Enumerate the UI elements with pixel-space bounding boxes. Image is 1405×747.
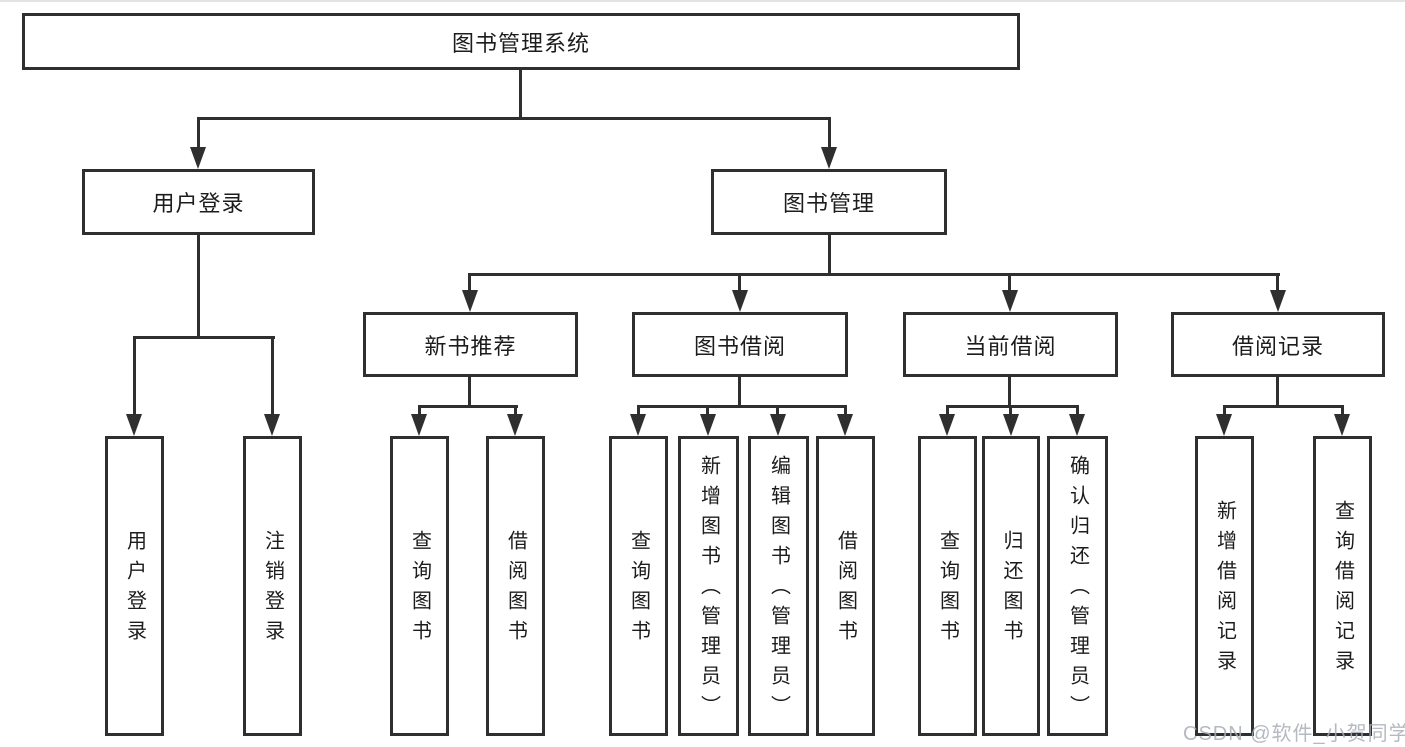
leaf-logout: 注销登录	[243, 436, 302, 736]
connector-line	[637, 405, 847, 408]
arrow-down-icon	[411, 414, 427, 436]
arrow-down-icon	[264, 414, 280, 436]
leaf-user-login: 用户登录	[105, 436, 164, 736]
leaf-query-borrow-record: 查询借阅记录	[1313, 436, 1372, 736]
connector-line	[946, 405, 1079, 408]
connector-line	[197, 117, 200, 153]
node-user-login: 用户登录	[82, 169, 315, 235]
arrow-down-icon	[732, 290, 748, 312]
leaf-add-books-admin: 新增图书（管理员）	[678, 436, 739, 736]
arrow-down-icon	[507, 414, 523, 436]
connector-line	[1009, 405, 1012, 417]
connector-line	[946, 405, 949, 417]
arrow-down-icon	[630, 414, 646, 436]
connector-line	[1008, 273, 1011, 296]
connector-line	[514, 405, 517, 417]
connector-line	[1223, 405, 1226, 417]
arrow-down-icon	[1003, 414, 1019, 436]
connector-line	[844, 405, 847, 417]
node-library-management-system: 图书管理系统	[22, 13, 1020, 70]
connector-line	[197, 235, 200, 339]
connector-line	[1276, 377, 1279, 408]
node-current-borrowing: 当前借阅	[903, 312, 1118, 377]
arrow-down-icon	[837, 414, 853, 436]
connector-line	[133, 336, 136, 420]
arrow-down-icon	[1002, 290, 1018, 312]
connector-line	[519, 69, 522, 120]
arrow-down-icon	[1270, 290, 1286, 312]
leaf-confirm-return-admin: 确认归还（管理员）	[1047, 436, 1108, 736]
connector-line	[1223, 405, 1344, 408]
connector-line	[706, 405, 709, 417]
leaf-add-borrow-record: 新增借阅记录	[1195, 436, 1254, 736]
leaf-edit-books-admin: 编辑图书（管理员）	[748, 436, 809, 736]
arrow-down-icon	[821, 147, 837, 169]
node-new-book-recommendation: 新书推荐	[363, 312, 578, 377]
connector-line	[468, 273, 1280, 276]
connector-line	[1008, 377, 1011, 408]
node-borrowing-records: 借阅记录	[1171, 312, 1385, 377]
leaf-query-books: 查询图书	[609, 436, 668, 736]
leaf-borrow-books: 借阅图书	[816, 436, 875, 736]
leaf-query-books: 查询图书	[390, 436, 449, 736]
leaf-query-books: 查询图书	[918, 436, 977, 736]
connector-line	[637, 405, 640, 417]
leaf-return-books: 归还图书	[982, 436, 1040, 736]
connector-line	[828, 117, 831, 153]
connector-line	[738, 273, 741, 296]
arrow-down-icon	[462, 290, 478, 312]
connector-line	[776, 405, 779, 417]
connector-line	[418, 405, 421, 417]
connector-line	[828, 235, 831, 276]
connector-line	[1276, 273, 1279, 296]
arrow-down-icon	[939, 414, 955, 436]
arrow-down-icon	[126, 414, 142, 436]
connector-line	[1076, 405, 1079, 417]
connector-line	[133, 336, 275, 339]
leaf-borrow-books: 借阅图书	[486, 436, 545, 736]
connector-line	[468, 377, 471, 408]
arrow-down-icon	[1334, 414, 1350, 436]
arrow-down-icon	[190, 147, 206, 169]
connector-line	[197, 117, 831, 120]
connector-line	[271, 336, 274, 420]
watermark: CSDN @软件_小贺同学	[1183, 723, 1405, 745]
top-edge-line	[0, 0, 1405, 2]
node-book-borrowing: 图书借阅	[632, 312, 848, 377]
arrow-down-icon	[1069, 414, 1085, 436]
node-book-management: 图书管理	[711, 169, 947, 235]
connector-line	[468, 273, 471, 296]
connector-line	[738, 377, 741, 408]
connector-line	[418, 405, 518, 408]
connector-line	[1341, 405, 1344, 417]
arrow-down-icon	[770, 414, 786, 436]
arrow-down-icon	[700, 414, 716, 436]
arrow-down-icon	[1216, 414, 1232, 436]
